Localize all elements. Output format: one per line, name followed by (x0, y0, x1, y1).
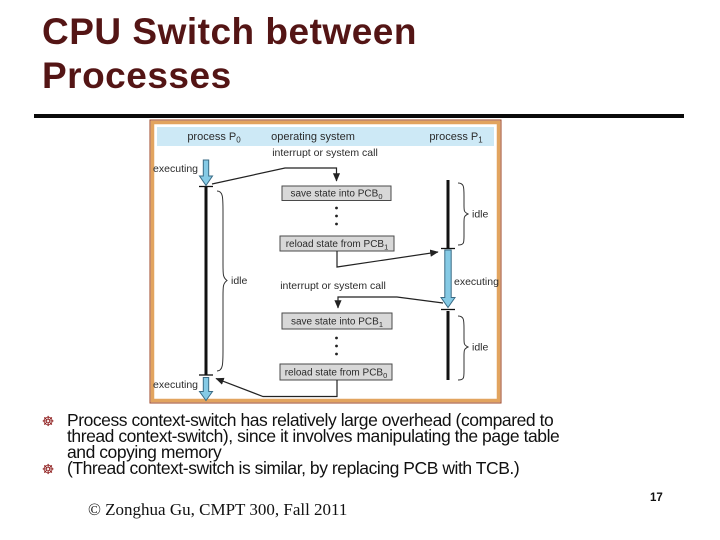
arrow-reload-pcb1-to-p1 (336, 249, 439, 268)
bullet-1-line-2: thread context-switch), since it involve… (67, 425, 560, 446)
bullet-item-2: (Thread context-switch is similar, by re… (67, 458, 715, 478)
idle-brace-p1-top (457, 182, 470, 246)
bullet-wheel-icon: ☸ (41, 462, 55, 478)
title-divider (34, 114, 684, 118)
bullet-2-line-1: (Thread context-switch is similar, by re… (67, 458, 520, 478)
bullet-1-line-1: Process context-switch has relatively la… (67, 410, 554, 430)
slide-title-line1: CPU Switch between (42, 11, 417, 52)
box-reload-state-pcb0 (279, 363, 393, 381)
executing-arrow-p0-top-icon (198, 159, 214, 187)
box-save-state-pcb0 (281, 185, 392, 201)
header-process-p0: process P0 (187, 131, 241, 145)
ellipsis-dot (335, 206, 338, 210)
slide-title-line2: Processes (42, 55, 232, 96)
ellipsis-dot (335, 344, 338, 348)
idle-brace-p0 (216, 190, 228, 372)
ellipsis-dot (335, 222, 338, 226)
label-executing-bottom-left: executing (153, 379, 198, 391)
ellipsis-dot (335, 214, 338, 218)
executing-arrow-p0-bottom-icon (198, 377, 214, 402)
bullet-item-1: Process context-switch has relatively la… (67, 410, 715, 462)
label-idle-right-top: idle (472, 209, 489, 221)
box-save-state-pcb1-label: save state into PCB1 (291, 317, 383, 330)
diagram-frame-orange (150, 120, 501, 403)
diagram-header-band (157, 127, 494, 146)
label-idle-right-bottom: idle (472, 342, 489, 354)
bullet-1-line-3: and copying memory (67, 441, 222, 462)
header-process-p1: process P1 (429, 131, 483, 145)
header-operating-system: operating system (271, 131, 355, 143)
page-number: 17 (650, 492, 663, 504)
label-executing-top-left: executing (153, 163, 198, 175)
bullet-wheel-icon: ☸ (41, 414, 55, 430)
context-switch-diagram: process P0 operating system process P1 i… (149, 119, 502, 404)
box-reload-state-pcb0-label: reload state from PCB0 (285, 368, 388, 381)
label-executing-right: executing (454, 276, 499, 288)
arrow-p0-to-save-pcb0 (211, 167, 341, 185)
copyright-footer: © Zonghua Gu, CMPT 300, Fall 2011 (88, 500, 348, 519)
label-interrupt-mid: interrupt or system call (280, 280, 386, 292)
arrow-reload-pcb0-to-p0 (215, 377, 338, 398)
idle-brace-p1-bottom (457, 315, 470, 381)
box-save-state-pcb1 (281, 312, 393, 330)
label-idle-left: idle (231, 275, 248, 287)
executing-arrow-p1-icon (440, 249, 456, 309)
ellipsis-dot (335, 336, 338, 340)
slide-title: CPU Switch between Processes (42, 10, 602, 98)
box-reload-state-pcb1-label: reload state from PCB1 (286, 239, 389, 252)
arrow-p1-to-save-pcb1 (334, 296, 444, 309)
label-interrupt-top: interrupt or system call (272, 147, 378, 159)
ellipsis-dot (335, 352, 338, 356)
box-save-state-pcb0-label: save state into PCB0 (291, 189, 383, 202)
